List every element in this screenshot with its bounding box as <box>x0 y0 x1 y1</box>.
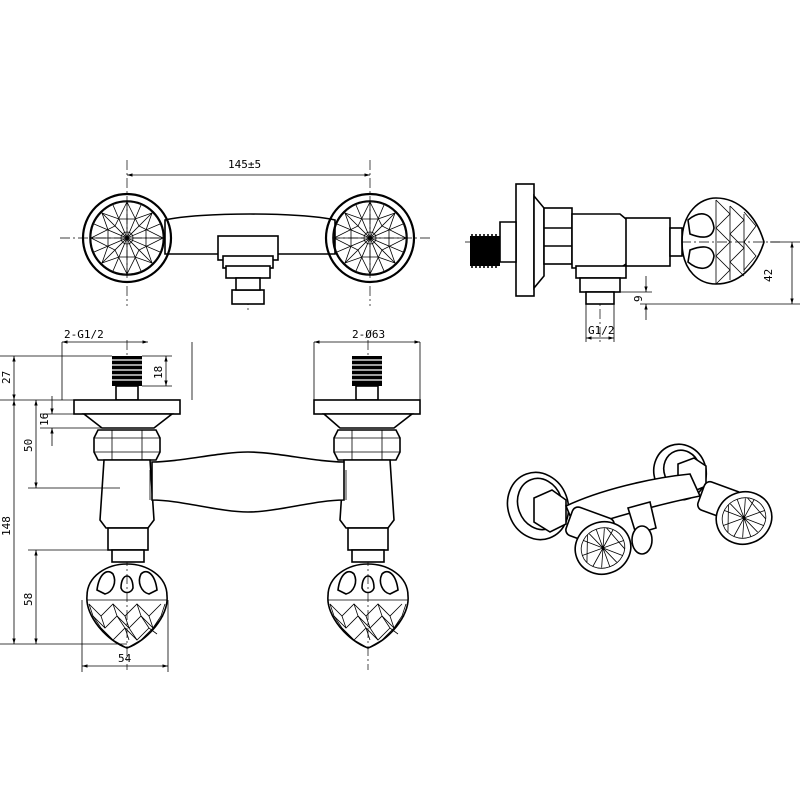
nut-left <box>93 429 161 461</box>
dim-inlet-thread: 2-G1/2 <box>64 328 104 341</box>
iso-knob-left <box>574 520 632 576</box>
thread-inlet-left <box>112 356 142 401</box>
dim-flange-height: 27 <box>0 371 13 384</box>
thread-inlet-right <box>352 356 382 401</box>
thread-left <box>470 234 500 268</box>
isometric-view <box>506 443 773 576</box>
dim-outlet-height: 9 <box>632 295 645 302</box>
dim-outlet-thread: G1/2 <box>588 324 615 337</box>
dim-thread-length: 18 <box>152 366 165 379</box>
dim-handle-height: 58 <box>22 593 35 606</box>
top-view: 145±5 <box>60 158 430 310</box>
dim-flange-diameter: 2-Ø63 <box>352 328 385 341</box>
dim-handle-width: 54 <box>118 652 132 665</box>
dim-flange-to-nut: 16 <box>38 413 51 426</box>
dim-total-height: 148 <box>0 516 13 536</box>
dim-side-offset: 42 <box>762 269 775 282</box>
dim-top-width: 145±5 <box>228 158 261 171</box>
iso-knob-right <box>715 490 773 546</box>
side-view: 42 9 G1/2 <box>465 183 800 342</box>
front-view: 2-G1/2 2-Ø63 18 27 16 50 148 58 54 <box>0 328 421 672</box>
dim-nut-offset: 50 <box>22 439 35 452</box>
side-knob <box>681 197 765 285</box>
nut-right <box>333 429 401 461</box>
